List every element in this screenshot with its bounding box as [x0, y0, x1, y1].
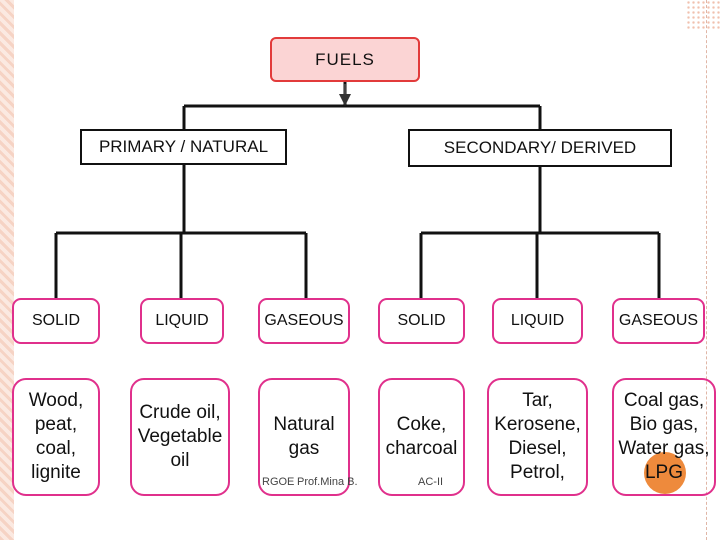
examples-text: Coke, charcoal [385, 414, 458, 459]
type-label: GASEOUS [264, 312, 344, 329]
lpg-highlight-circle [644, 452, 686, 494]
slide-right-border [706, 0, 707, 540]
root-node-fuels: FUELS [270, 37, 420, 82]
type-label: LIQUID [510, 312, 565, 329]
root-label: FUELS [315, 49, 375, 69]
examples-node-primary-liquid: Crude oil, Vegetable oil [130, 378, 230, 496]
examples-text-lpg: LPG [644, 462, 684, 483]
examples-node-primary-solid: Wood, peat, coal, lignite [12, 378, 100, 496]
footer-right-text: AC-II [418, 476, 444, 488]
type-label: SOLID [31, 312, 80, 329]
category-primary-label: PRIMARY / NATURAL [98, 137, 269, 156]
examples-text: Wood, peat, coal, lignite [28, 390, 84, 483]
footer-left-text: RGOE [262, 476, 295, 488]
type-node-secondary-gaseous: GASEOUS [612, 298, 705, 344]
slide-corner-decoration [686, 0, 720, 30]
examples-node-secondary-gaseous: Coal gas, Bio gas, Water gas, LPG [612, 378, 716, 496]
examples-node-secondary-liquid: Tar, Kerosene, Diesel, Petrol, [487, 378, 588, 496]
type-node-primary-liquid: LIQUID [140, 298, 224, 344]
type-node-secondary-solid: SOLID [378, 298, 465, 344]
examples-node-primary-gaseous: Natural gas [258, 378, 350, 496]
examples-text: Coal gas, Bio gas, Water gas, [618, 390, 710, 459]
category-secondary-derived: SECONDARY/ DERIVED [408, 129, 672, 167]
category-secondary-label: SECONDARY/ DERIVED [443, 138, 637, 157]
type-label: GASEOUS [618, 312, 699, 329]
examples-node-secondary-solid: Coke, charcoal [378, 378, 465, 496]
type-node-primary-solid: SOLID [12, 298, 100, 344]
examples-text: Crude oil, Vegetable oil [137, 402, 223, 471]
examples-text: Natural gas [273, 414, 335, 459]
type-node-primary-gaseous: GASEOUS [258, 298, 350, 344]
examples-text: Tar, Kerosene, Diesel, Petrol, [494, 390, 581, 483]
type-node-secondary-liquid: LIQUID [492, 298, 583, 344]
type-label: LIQUID [155, 312, 209, 329]
slide-left-decoration [0, 0, 14, 540]
category-primary-natural: PRIMARY / NATURAL [80, 129, 287, 165]
footer-center-text: Prof.Mina B. [297, 476, 358, 488]
type-label: SOLID [397, 312, 446, 329]
